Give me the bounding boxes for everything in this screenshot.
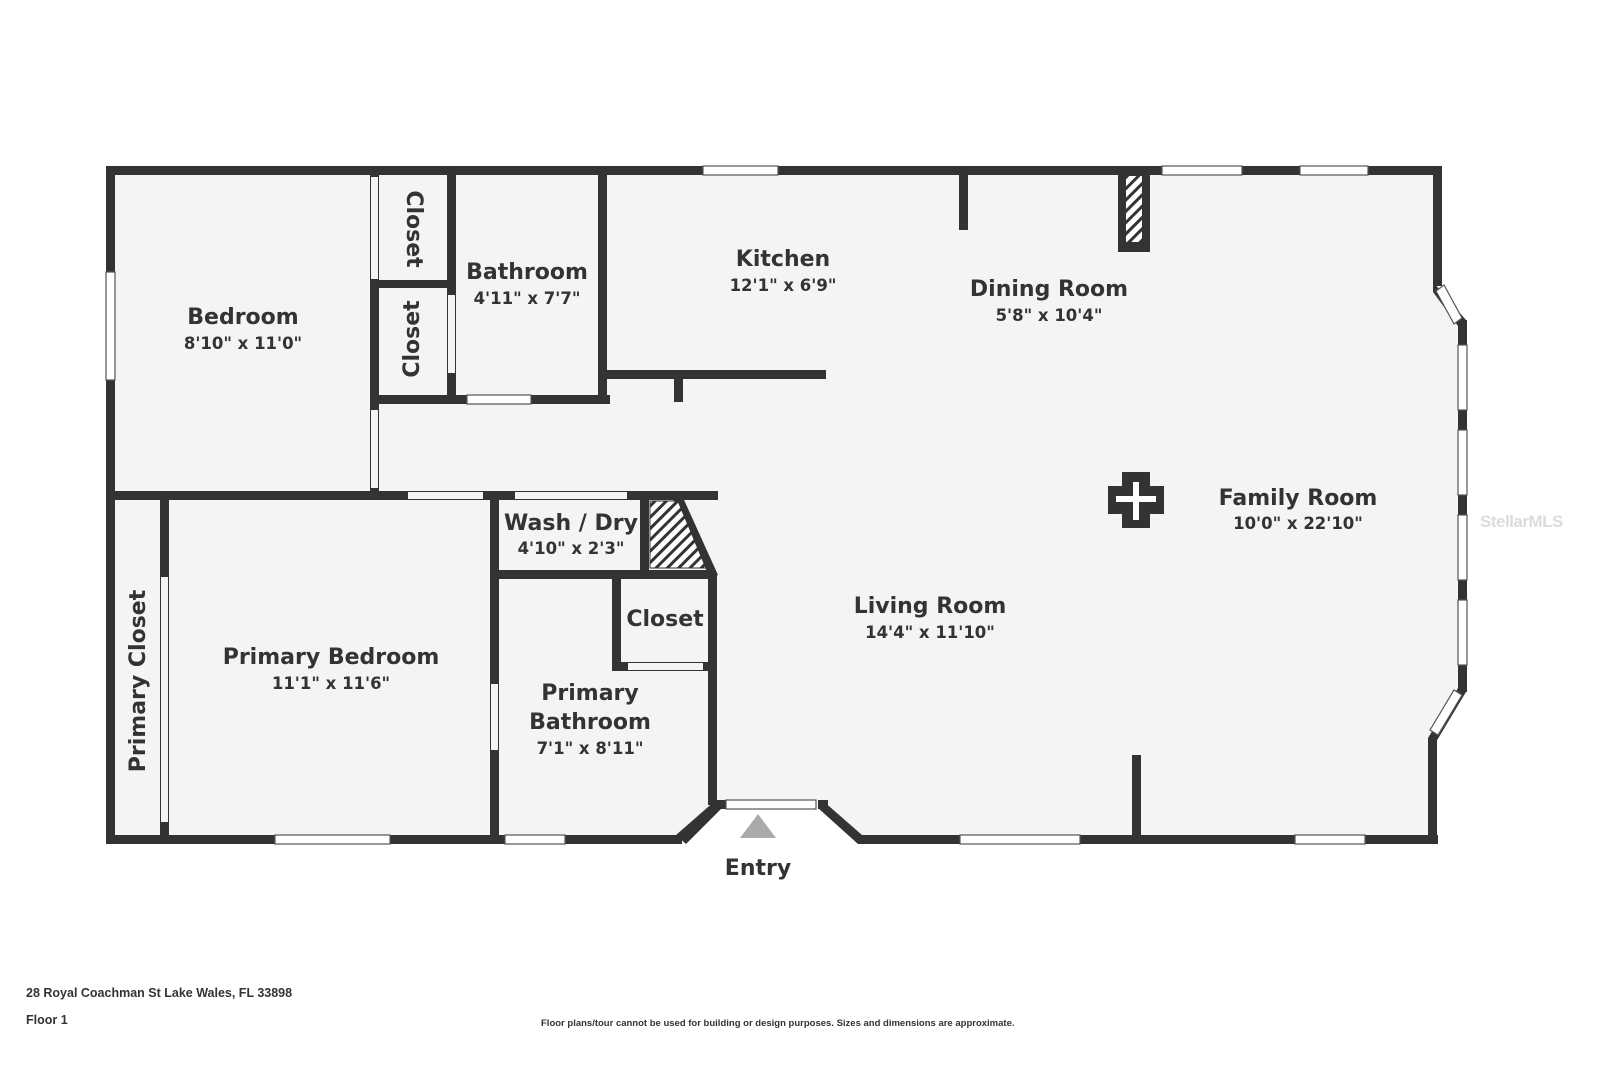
family-room-dim: 10'0" x 22'10" bbox=[1233, 514, 1363, 533]
family-room-name: Family Room bbox=[1219, 486, 1378, 511]
kitchen-name: Kitchen bbox=[736, 247, 830, 272]
floor-label: Floor 1 bbox=[26, 1013, 68, 1027]
fireplace-icon bbox=[1108, 472, 1164, 528]
living-room-dim: 14'4" x 11'10" bbox=[865, 623, 995, 642]
primary-bathroom-name-line2: Bathroom bbox=[529, 710, 651, 735]
wash-dry-name: Wash / Dry bbox=[504, 511, 638, 536]
bedroom-dim: 8'10" x 11'0" bbox=[184, 334, 302, 353]
door-openings bbox=[161, 177, 817, 822]
living-room-name: Living Room bbox=[854, 594, 1007, 619]
disclaimer-text: Floor plans/tour cannot be used for buil… bbox=[541, 1018, 1015, 1029]
dining-room-dim: 5'8" x 10'4" bbox=[996, 306, 1103, 325]
closet-small-name: Closet bbox=[626, 607, 704, 632]
closet-mid-name: Closet bbox=[400, 300, 425, 378]
closet-top-name: Closet bbox=[401, 190, 426, 268]
primary-bedroom-dim: 11'1" x 11'6" bbox=[272, 674, 390, 693]
windows bbox=[105, 165, 1468, 845]
dining-room-name: Dining Room bbox=[970, 277, 1128, 302]
primary-bathroom-dim: 7'1" x 8'11" bbox=[537, 739, 644, 758]
primary-bathroom-name-line1: Primary bbox=[541, 681, 638, 706]
hatched-shaft bbox=[649, 176, 1142, 569]
entry-label: Entry bbox=[725, 856, 791, 881]
bathroom-name: Bathroom bbox=[466, 260, 588, 285]
entry-marker-icon bbox=[740, 814, 776, 838]
bathroom-dim: 4'11" x 7'7" bbox=[474, 289, 581, 308]
primary-bedroom-name: Primary Bedroom bbox=[223, 645, 440, 670]
watermark: StellarMLS bbox=[1480, 512, 1563, 531]
bedroom-name: Bedroom bbox=[187, 305, 298, 330]
address-text: 28 Royal Coachman St Lake Wales, FL 3389… bbox=[26, 986, 293, 1000]
primary-closet-name: Primary Closet bbox=[126, 589, 151, 772]
kitchen-dim: 12'1" x 6'9" bbox=[730, 276, 837, 295]
wash-dry-dim: 4'10" x 2'3" bbox=[518, 539, 625, 558]
